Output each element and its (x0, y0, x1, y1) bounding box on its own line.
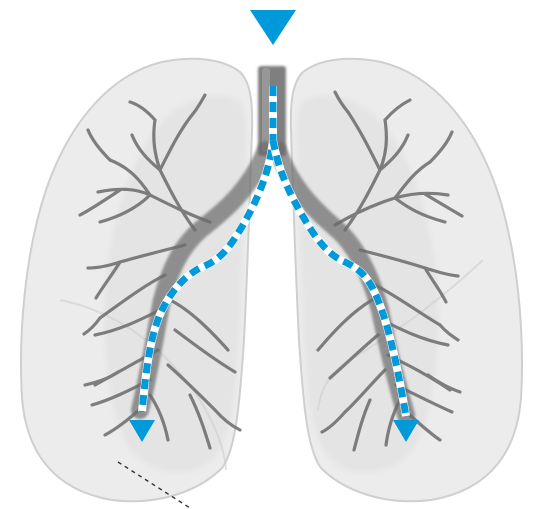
trachea-highlight (262, 68, 270, 152)
triangle-down-icon (250, 10, 296, 45)
